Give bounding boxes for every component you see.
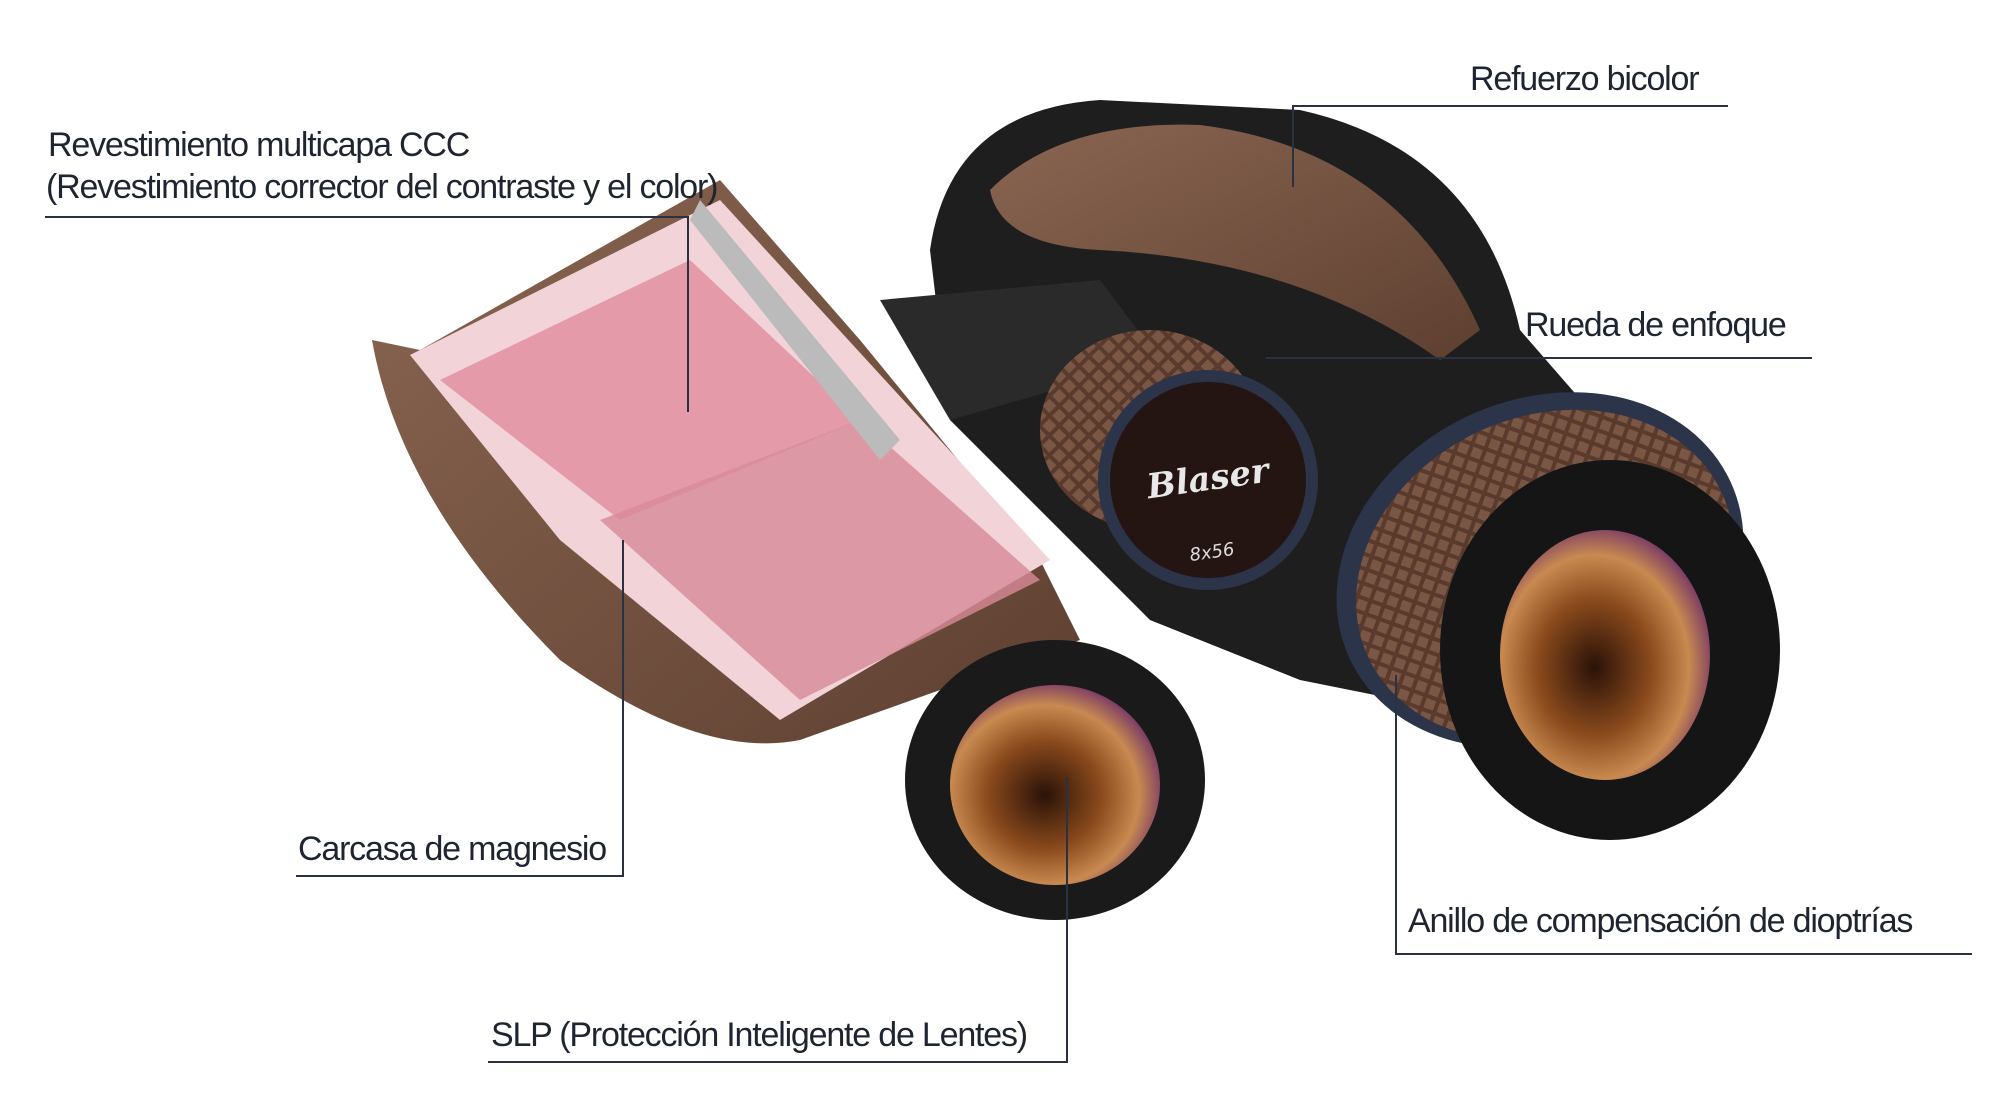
leader-line [1066,777,1068,1063]
leader-line [622,540,624,877]
leader-line [1395,953,1972,955]
label-housing: Carcasa de magnesio [298,830,607,868]
leader-line [296,875,624,877]
leader-line [488,1061,1068,1063]
left-eyepiece [905,640,1205,920]
label-coating-line1: Revestimiento multicapa CCC [48,126,470,164]
leader-line [1395,675,1397,955]
label-diopter: Anillo de compensación de dioptrías [1408,902,1913,940]
label-two-tone: Refuerzo bicolor [1470,60,1700,98]
leader-line [687,216,689,412]
leader-line [1266,357,1812,359]
right-eyepiece [1336,392,1780,840]
left-barrel-cutaway [372,180,1080,744]
leader-line [1292,105,1728,107]
label-slp: SLP (Protección Inteligente de Lentes) [491,1016,1028,1054]
leader-line [45,216,689,218]
leader-line [1292,105,1294,187]
focus-wheel: Blaser 8x56 [1040,330,1318,590]
label-coating-line2: (Revestimiento corrector del contraste y… [46,168,718,206]
label-focus-wheel: Rueda de enfoque [1525,306,1787,344]
